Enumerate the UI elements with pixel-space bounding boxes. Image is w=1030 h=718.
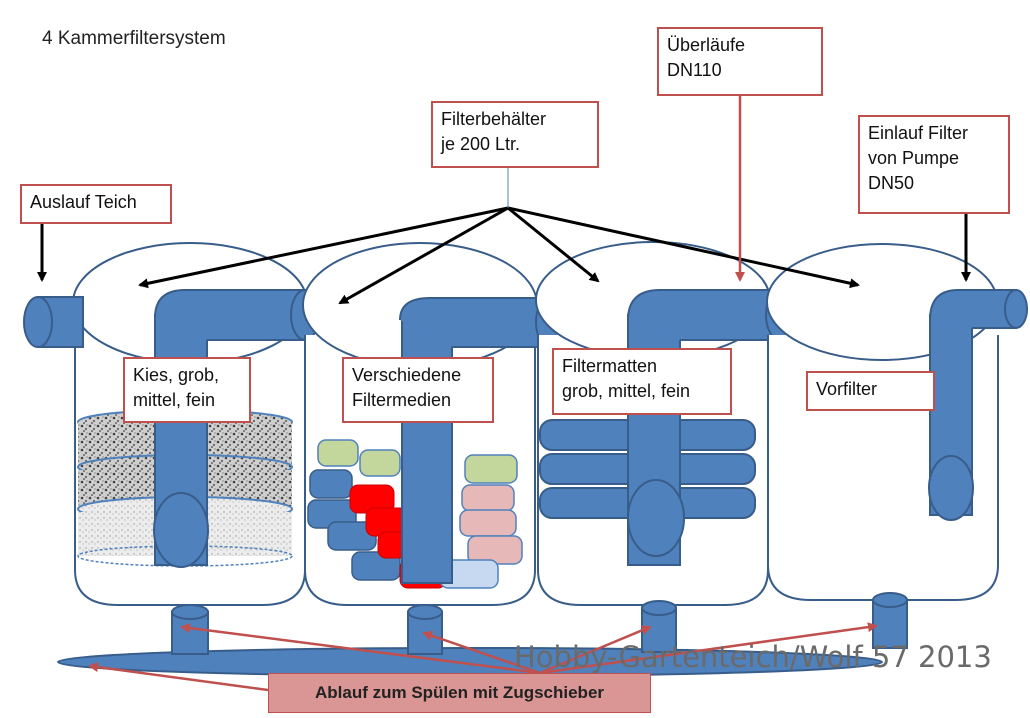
- label-line: DN110: [667, 60, 722, 80]
- label-line: Filtermatten: [562, 356, 658, 376]
- label-line: je 200 Ltr.: [441, 134, 521, 154]
- label-filtermatten: Filtermatten grob, mittel, fein: [552, 348, 732, 415]
- label-vorfilter: Vorfilter: [806, 371, 935, 411]
- label-line: Vorfilter: [816, 379, 878, 399]
- label-line: Kies, grob,: [133, 365, 220, 385]
- black-arrows: [37, 206, 971, 305]
- label-line: Filterbehälter: [441, 109, 547, 129]
- red-arrows: [88, 96, 878, 692]
- tank-1: [23, 242, 320, 655]
- tank-3: [535, 241, 795, 653]
- watermark: Hobby-Gartenteich/Wolf 57 2013: [514, 640, 992, 674]
- label-line: mittel, fein: [133, 390, 216, 410]
- tank-4: [766, 243, 1028, 649]
- label-kies: Kies, grob, mittel, fein: [123, 357, 251, 423]
- label-line: Filtermedien: [352, 390, 452, 410]
- diagram-title: 4 Kammerfiltersystem: [42, 28, 226, 49]
- label-ablauf: Ablauf zum Spülen mit Zugschieber: [268, 673, 651, 713]
- label-einlauf-filter: Einlauf Filter von Pumpe DN50: [858, 115, 1010, 214]
- label-auslauf-teich: Auslauf Teich: [20, 184, 172, 224]
- label-line: DN50: [868, 173, 915, 193]
- label-filterbehaelter: Filterbehälter je 200 Ltr.: [431, 101, 599, 168]
- label-ueberlaeufe: Überläufe DN110: [657, 27, 823, 96]
- label-line: grob, mittel, fein: [562, 381, 691, 401]
- label-line: Einlauf Filter: [868, 123, 969, 143]
- label-filtermedien: Verschiedene Filtermedien: [342, 357, 494, 423]
- tank-2: [302, 242, 565, 655]
- label-line: Überläufe: [667, 35, 746, 55]
- label-line: Auslauf Teich: [30, 192, 137, 212]
- label-line: Verschiedene: [352, 365, 462, 385]
- label-line: von Pumpe: [868, 148, 960, 168]
